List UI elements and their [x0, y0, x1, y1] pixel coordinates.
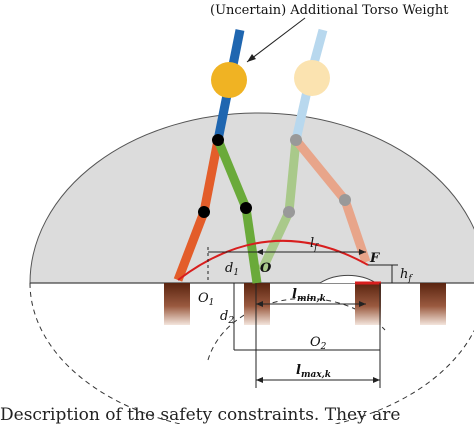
- swing-thigh: [213, 138, 251, 210]
- swing-trajectory: [177, 239, 369, 281]
- arrowhead: [256, 249, 263, 255]
- stance-shank: [173, 210, 209, 282]
- stance-thigh: [199, 139, 223, 213]
- annotation-text: (Uncertain) Additional Torso Weight: [210, 3, 449, 18]
- label-O: O: [260, 261, 272, 276]
- swing-shank: [241, 207, 262, 284]
- torso-mass: [211, 62, 247, 98]
- arrowhead: [359, 301, 366, 307]
- arrowhead: [256, 377, 263, 383]
- label-F: F: [369, 251, 380, 266]
- label-O1: O1: [198, 291, 214, 308]
- label-lmin: lmin,k: [292, 287, 326, 304]
- step-block: [164, 283, 190, 325]
- arrowhead: [373, 377, 380, 383]
- ghost-torso-mass: [294, 60, 330, 96]
- knee-joint: [240, 202, 252, 214]
- ghost-joint: [339, 194, 351, 206]
- annotation-arrow: [246, 17, 306, 63]
- dashed-arc-lower-large: [29, 282, 474, 424]
- knee-joint: [198, 206, 210, 218]
- label-hf: hf: [400, 267, 413, 284]
- arrowhead: [247, 54, 256, 62]
- label-O2: O2: [310, 335, 327, 352]
- caption-fragment: Description of the safety constraints. T…: [0, 405, 400, 424]
- label-lmax: lmax,k: [296, 363, 331, 380]
- ghost-joint: [283, 206, 295, 218]
- arrowhead: [256, 301, 263, 307]
- ghost-joint: [290, 134, 302, 146]
- hip-joint: [212, 134, 224, 146]
- foothold-arc: [319, 274, 377, 284]
- label-d2: d2: [220, 309, 234, 326]
- ghost-thigh: [284, 139, 301, 213]
- arrowhead: [359, 249, 366, 255]
- label-lf: lf: [310, 236, 319, 253]
- step-block: [420, 283, 446, 325]
- label-d1: d1: [225, 261, 239, 278]
- ghost-thigh-rear: [292, 137, 349, 203]
